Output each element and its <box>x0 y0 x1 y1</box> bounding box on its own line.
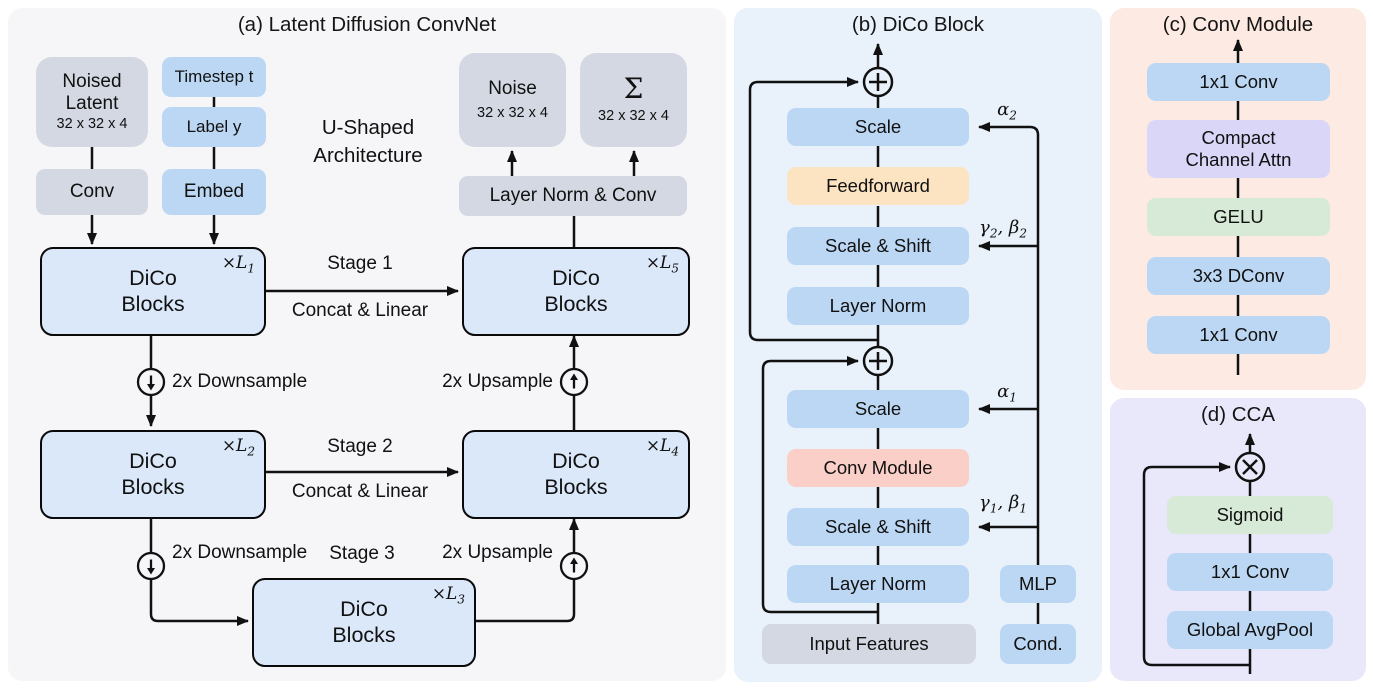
input-features-box: Input Features <box>762 624 976 664</box>
cca-conv1x1-box: 1x1 Conv <box>1167 553 1333 591</box>
dico1-multiplier: ×L1 <box>221 253 255 276</box>
panel-c-title: (c) Conv Module <box>1162 13 1314 36</box>
noise-label: Noise <box>488 77 537 99</box>
dico-blocks-stage3: DiCo Blocks ×L3 <box>252 578 476 667</box>
stage3-label: Stage 3 <box>329 543 395 564</box>
dico-blocks-stage1-encoder: DiCo Blocks ×L1 <box>40 247 266 336</box>
cond-box: Cond. <box>1000 624 1076 664</box>
scale-box-lower: Scale <box>787 390 969 428</box>
noised-latent-dims: 32 x 32 x 4 <box>56 116 128 133</box>
dico4-multiplier: ×L4 <box>645 436 679 459</box>
mlp-box: MLP <box>1000 565 1076 603</box>
upsample-label-2: 2x Upsample <box>442 542 553 563</box>
feedforward-box: Feedforward <box>787 167 969 205</box>
conv-module-box: Conv Module <box>787 449 969 487</box>
upsample-label-1: 2x Upsample <box>442 371 553 392</box>
conv1x1-bottom-box: 1x1 Conv <box>1147 316 1330 354</box>
downsample-label-1: 2x Downsample <box>172 371 308 392</box>
label-y-box: Label y <box>162 107 266 147</box>
dico-label: DiCo Blocks <box>121 448 185 499</box>
dico-label: DiCo Blocks <box>544 448 608 499</box>
timestep-box: Timestep t <box>162 57 266 97</box>
layer-norm-conv-box: Layer Norm & Conv <box>459 176 687 216</box>
noise-output-box: Noise 32 x 32 x 4 <box>459 53 566 147</box>
noised-latent-label: Noised Latent <box>62 70 122 114</box>
panel-a-title: (a) Latent Diffusion ConvNet <box>237 13 497 36</box>
noise-dims: 32 x 32 x 4 <box>477 105 548 122</box>
dico5-multiplier: ×L5 <box>645 253 679 276</box>
stage1-op-label: Concat & Linear <box>291 300 429 321</box>
noised-latent-box: Noised Latent 32 x 32 x 4 <box>36 57 148 147</box>
dconv3x3-box: 3x3 DConv <box>1147 257 1330 295</box>
compact-channel-attn-box: Compact Channel Attn <box>1147 120 1330 178</box>
stage2-label: Stage 2 <box>327 436 393 457</box>
embed-box: Embed <box>162 169 266 215</box>
layer-norm-box-upper: Layer Norm <box>787 287 969 325</box>
panel-d-title: (d) CCA <box>1200 403 1276 426</box>
layer-norm-box-lower: Layer Norm <box>787 565 969 603</box>
dico3-multiplier: ×L3 <box>431 584 465 607</box>
gamma-beta1-label: γ1, β1 <box>979 492 1027 516</box>
global-avgpool-box: Global AvgPool <box>1167 611 1333 649</box>
stage1-label: Stage 1 <box>327 253 393 274</box>
sigma-label: Σ <box>623 71 644 105</box>
dico-blocks-stage1-decoder: DiCo Blocks ×L5 <box>462 247 690 336</box>
stage2-op-label: Concat & Linear <box>291 481 429 502</box>
ushape-caption: U-Shaped Architecture <box>313 116 423 167</box>
conv1x1-top-box: 1x1 Conv <box>1147 63 1330 101</box>
panel-b-title: (b) DiCo Block <box>851 13 985 36</box>
sigma-output-box: Σ 32 x 32 x 4 <box>580 53 687 147</box>
sigma-dims: 32 x 32 x 4 <box>598 107 669 124</box>
dico-blocks-stage2-decoder: DiCo Blocks ×L4 <box>462 430 690 519</box>
gelu-box: GELU <box>1147 198 1330 236</box>
conv-in-box: Conv <box>36 169 148 215</box>
dico-label: DiCo Blocks <box>332 596 396 647</box>
scale-shift-box-upper: Scale & Shift <box>787 227 969 265</box>
gamma-beta2-label: γ2, β2 <box>979 217 1027 241</box>
alpha2-label: α2 <box>997 99 1017 123</box>
dico2-multiplier: ×L2 <box>221 436 255 459</box>
dico-label: DiCo Blocks <box>121 265 185 316</box>
dico-label: DiCo Blocks <box>544 265 608 316</box>
scale-shift-box-lower: Scale & Shift <box>787 508 969 546</box>
scale-box-upper: Scale <box>787 108 969 146</box>
downsample-label-2: 2x Downsample <box>172 542 308 563</box>
sigmoid-box: Sigmoid <box>1167 496 1333 534</box>
dico-blocks-stage2-encoder: DiCo Blocks ×L2 <box>40 430 266 519</box>
alpha1-label: α1 <box>997 381 1017 405</box>
